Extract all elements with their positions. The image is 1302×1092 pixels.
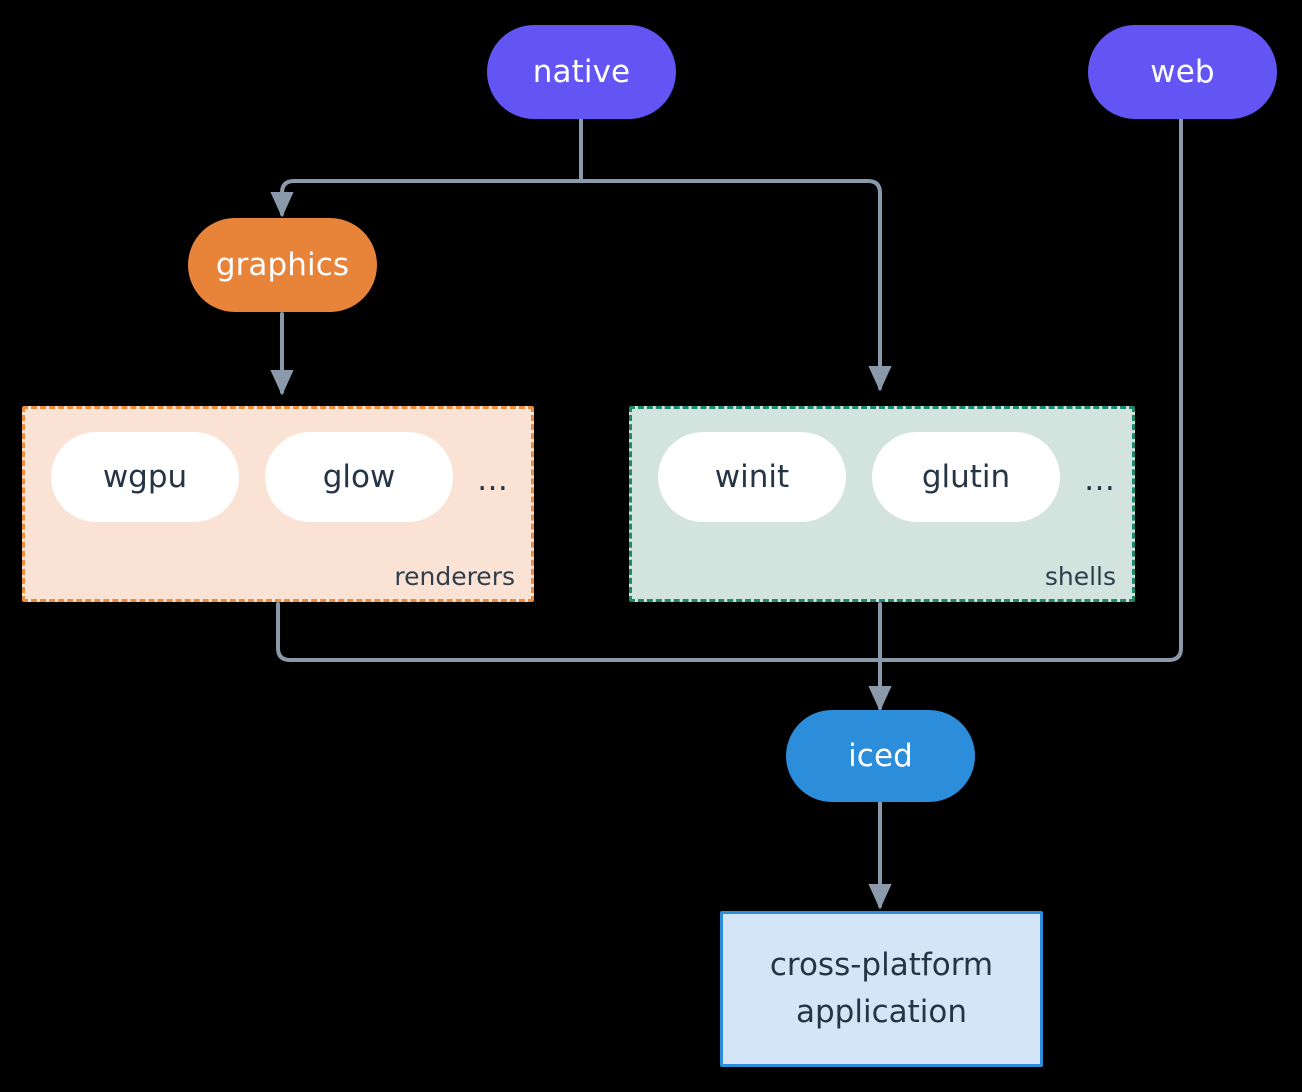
node-native-label: native xyxy=(532,54,631,90)
renderers-overflow-ellipsis: … xyxy=(477,462,508,498)
application-label-line2: application xyxy=(796,994,967,1030)
chip-glutin[interactable]: glutin xyxy=(872,432,1060,522)
chip-glutin-label: glutin xyxy=(921,459,1011,495)
group-renderers-label: renderers xyxy=(394,562,515,591)
edge-renderers-to-iced xyxy=(276,602,882,662)
chip-wgpu[interactable]: wgpu xyxy=(51,432,239,522)
node-iced-label: iced xyxy=(848,738,913,774)
chip-wgpu-label: wgpu xyxy=(102,459,188,495)
application-label-line1: cross-platform xyxy=(769,946,994,983)
node-cross-platform-application[interactable]: cross-platform application xyxy=(720,911,1043,1067)
chip-winit-label: winit xyxy=(714,459,790,495)
node-graphics[interactable]: graphics xyxy=(188,218,377,312)
chip-winit[interactable]: winit xyxy=(658,432,846,522)
edge-native-to-shells xyxy=(579,179,892,392)
node-web-label: web xyxy=(1150,54,1215,90)
edge-native-to-graphics xyxy=(270,179,583,218)
group-shells: winit glutin … shells xyxy=(629,406,1135,602)
group-renderers: wgpu glow … renderers xyxy=(22,406,534,602)
group-shells-label: shells xyxy=(1044,562,1116,591)
shells-overflow-ellipsis: … xyxy=(1084,462,1115,498)
node-web[interactable]: web xyxy=(1088,25,1277,119)
chip-glow-label: glow xyxy=(322,459,396,495)
node-graphics-label: graphics xyxy=(215,247,350,283)
chip-glow[interactable]: glow xyxy=(265,432,453,522)
node-iced[interactable]: iced xyxy=(786,710,975,802)
node-native[interactable]: native xyxy=(487,25,676,119)
